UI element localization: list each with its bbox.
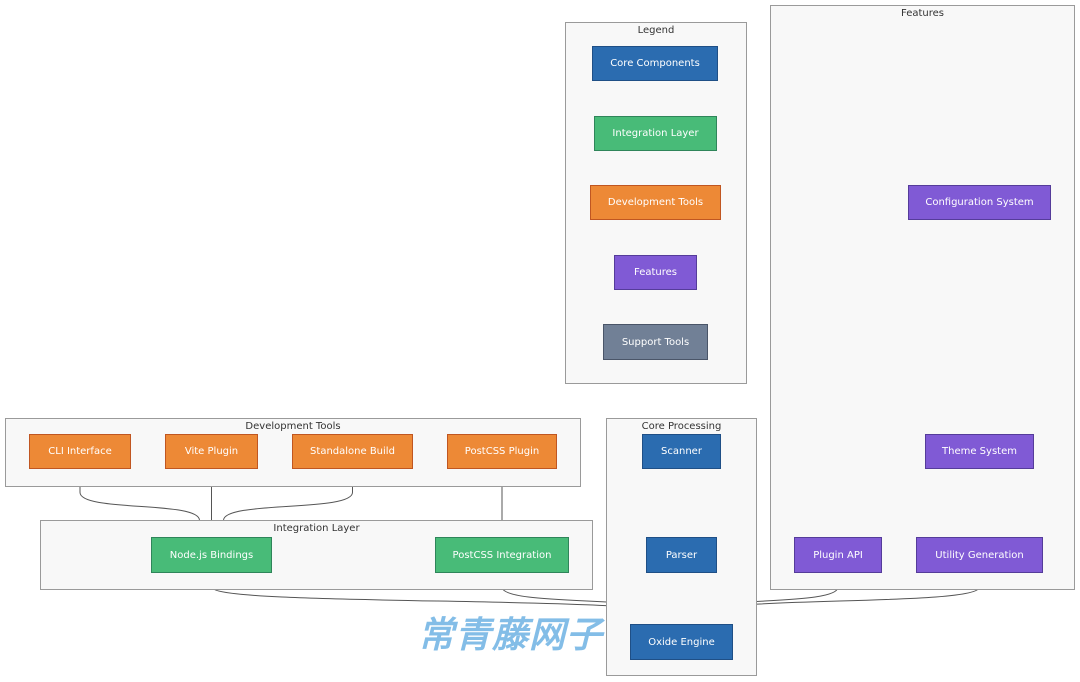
legend-support-tools: Support Tools	[603, 324, 708, 360]
legend-title: Legend	[637, 25, 675, 36]
postcss-integration-node[interactable]: PostCSS Integration	[435, 537, 569, 573]
scanner-node[interactable]: Scanner	[642, 434, 721, 469]
legend-features: Features	[614, 255, 697, 290]
core-processing-title: Core Processing	[641, 421, 722, 432]
legend-integration-layer: Integration Layer	[594, 116, 717, 151]
standalone-build-node[interactable]: Standalone Build	[292, 434, 413, 469]
cli-interface-node[interactable]: CLI Interface	[29, 434, 131, 469]
parser-node[interactable]: Parser	[646, 537, 717, 573]
legend-core-components: Core Components	[592, 46, 718, 81]
vite-plugin-node[interactable]: Vite Plugin	[165, 434, 258, 469]
features-title: Features	[901, 8, 944, 19]
oxide-engine-node[interactable]: Oxide Engine	[630, 624, 733, 660]
dev-tools-title: Development Tools	[245, 421, 341, 432]
edge-standalone-to-node_bindings	[220, 469, 353, 537]
configuration-system-node[interactable]: Configuration System	[908, 185, 1051, 220]
features-cluster: Features	[770, 5, 1075, 590]
utility-generation-node[interactable]: Utility Generation	[916, 537, 1043, 573]
integration-title: Integration Layer	[273, 523, 360, 534]
nodejs-bindings-node[interactable]: Node.js Bindings	[151, 537, 272, 573]
theme-system-node[interactable]: Theme System	[925, 434, 1034, 469]
postcss-plugin-node[interactable]: PostCSS Plugin	[447, 434, 557, 469]
watermark-logo: 常青藤网子	[418, 615, 604, 656]
plugin-api-node[interactable]: Plugin API	[794, 537, 882, 573]
legend-development-tools: Development Tools	[590, 185, 721, 220]
edge-cli-to-node_bindings	[79, 469, 203, 537]
